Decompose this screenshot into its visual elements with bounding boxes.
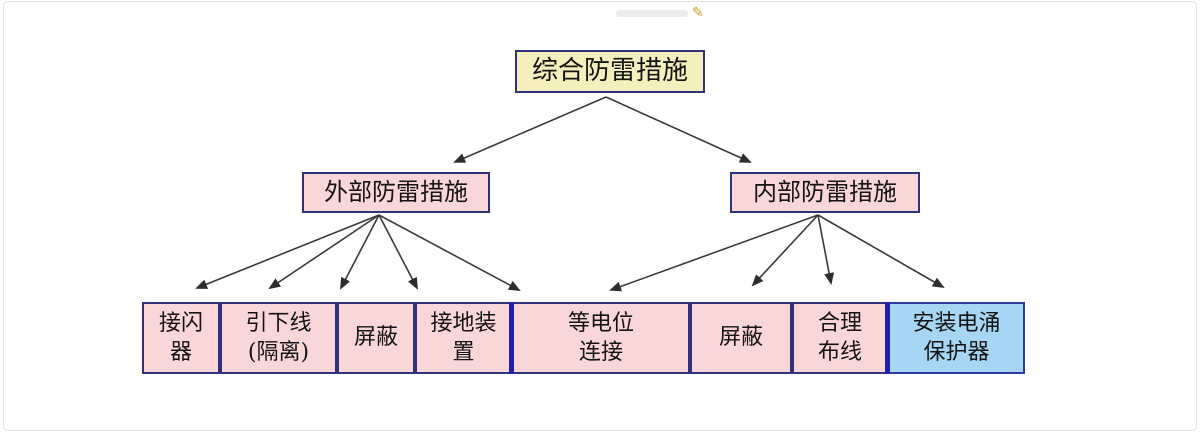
node-air-terminal: 接闪 器 [142,302,220,374]
arrow-internal-to-leaf-6 [817,214,835,285]
arrow-internal-to-leaf-5 [751,214,819,287]
arrow-root-to-internal [605,96,752,163]
arrow-internal-to-leaf-4 [609,214,819,292]
arrow-external-to-leaf-0 [195,214,380,289]
group-divider-left [509,302,514,374]
node-reasonable-wiring: 合理 布线 [792,302,888,374]
arrow-external-to-leaf-1 [268,214,380,290]
node-shielding-internal: 屏蔽 [690,302,792,374]
arrow-root-to-external [453,96,607,163]
node-equipotential-bonding: 等电位 连接 [512,302,690,374]
arrow-external-to-leaf-3 [378,214,418,290]
arrow-external-to-leaf-2 [340,214,380,290]
node-down-conductor: 引下线 (隔离) [220,302,337,374]
arrow-external-to-leaf-4 [378,214,521,291]
node-external-protection-measures: 外部防雷措施 [302,172,490,213]
group-divider-right [885,302,890,374]
node-comprehensive-lightning-protection: 综合防雷措施 [515,50,705,93]
node-surge-protector: 安装电涌 保护器 [888,302,1025,374]
node-grounding-device: 接地装 置 [415,302,512,374]
arrow-internal-to-leaf-7 [817,214,945,288]
node-shielding-external: 屏蔽 [337,302,415,374]
edit-pencil-icon[interactable]: ✎ [692,5,704,21]
edit-watermark: ✎ [616,5,704,21]
node-internal-protection-measures: 内部防雷措施 [730,172,920,213]
watermark-text-blur [616,9,688,17]
